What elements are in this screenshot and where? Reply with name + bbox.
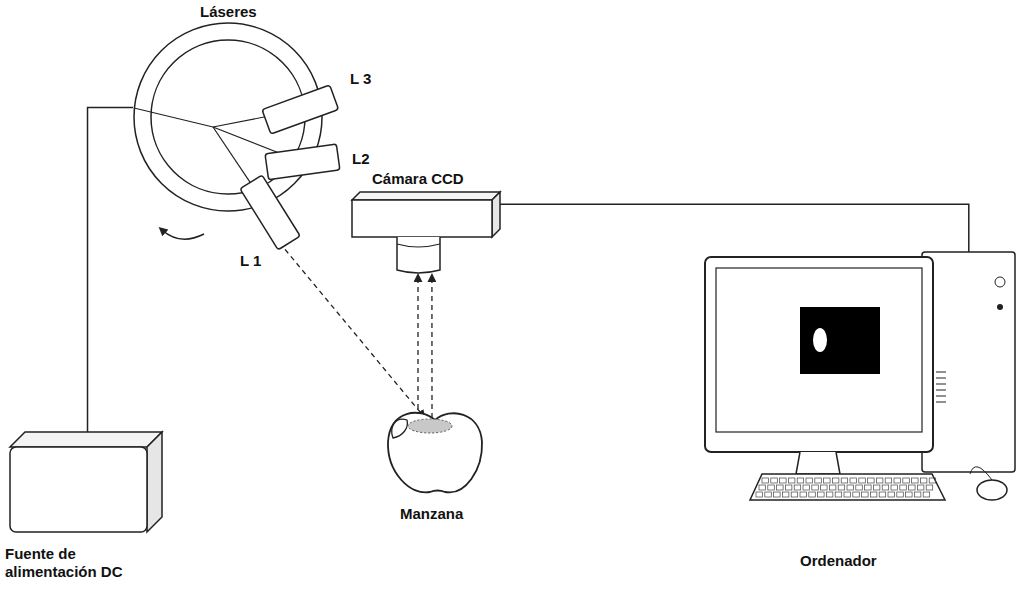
laser-module-outline [262, 85, 339, 134]
computer: Ordenador [700, 252, 1020, 507]
light-ray [431, 274, 432, 418]
dc-power-supply-outline [10, 432, 162, 532]
part-label: Láseres [200, 3, 257, 21]
laser-module: L2 [265, 144, 340, 180]
dc-power-supply: Fuente de alimentación DC [10, 432, 162, 532]
part-label: Fuente de alimentación DC [5, 545, 155, 581]
part-label: L 1 [240, 252, 261, 270]
computer-outline [700, 252, 1020, 507]
laser-module-outline [240, 175, 300, 250]
ccd-camera: Cámara CCD [352, 192, 500, 274]
part-label: Cámara CCD [372, 170, 464, 188]
apple-outline [385, 418, 485, 494]
laser-mount: L 3L2L 1Láseres [133, 22, 323, 212]
part-label: L 3 [350, 70, 371, 88]
cable [88, 108, 133, 433]
laser-module: L 1 [240, 175, 300, 250]
apple: Manzana [385, 418, 485, 494]
ccd-camera-outline [352, 192, 500, 274]
part-label: L2 [352, 150, 370, 168]
light-ray [417, 274, 418, 418]
part-label: Ordenador [800, 552, 877, 570]
laser-module: L 3 [262, 85, 339, 134]
part-label: Manzana [400, 505, 463, 523]
light-ray [285, 249, 425, 418]
cable [500, 204, 969, 252]
laser-module-outline [265, 144, 340, 180]
rotation-arrow [162, 230, 204, 239]
